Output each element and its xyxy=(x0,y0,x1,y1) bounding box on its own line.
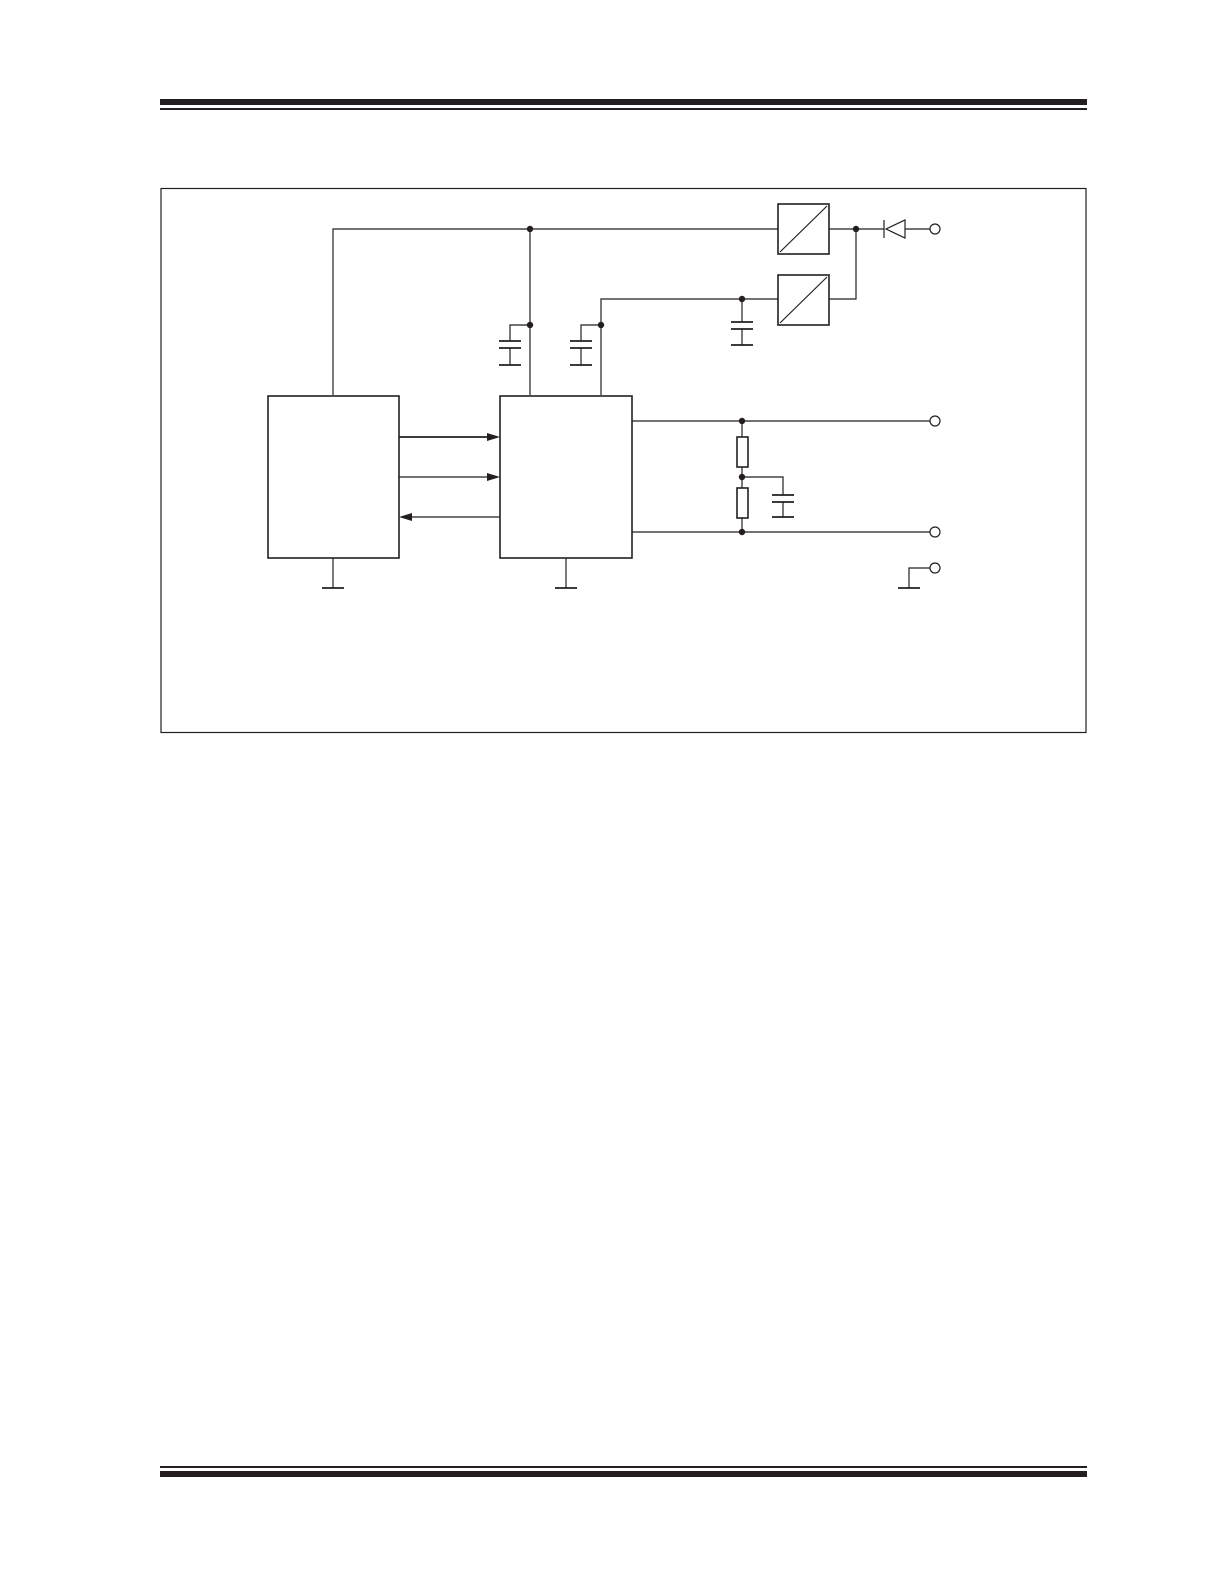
controller-block xyxy=(267,395,400,559)
signal-line-mode xyxy=(399,473,500,481)
resistor-icon xyxy=(736,487,749,519)
capacitor-icon xyxy=(499,324,530,366)
termination-network xyxy=(736,421,784,532)
terminal-ground xyxy=(929,562,941,574)
regulator-2 xyxy=(777,274,830,326)
regulator-icon xyxy=(779,276,828,324)
capacitor-icon xyxy=(570,324,601,366)
capacitor-icon xyxy=(772,494,794,518)
terminal-bus-high xyxy=(929,415,941,427)
capacitor-icon xyxy=(731,321,753,346)
header-rule-thick xyxy=(160,99,1087,105)
ground-icon xyxy=(898,567,930,589)
regulator-icon xyxy=(779,205,828,253)
regulator-1 xyxy=(777,203,830,255)
terminal-bus-low xyxy=(929,526,941,538)
signal-line-tx xyxy=(399,433,500,441)
diode-icon xyxy=(883,219,906,239)
signal-line-rx xyxy=(399,513,500,521)
supply-rail xyxy=(332,228,930,395)
transceiver-block xyxy=(499,395,633,559)
header-rule-thin xyxy=(160,108,1087,110)
regulated-rail xyxy=(600,298,778,395)
footer-rule-thin xyxy=(160,1466,1087,1468)
terminal-supply xyxy=(929,223,941,235)
footer-rule-thick xyxy=(160,1471,1087,1477)
ground-icon xyxy=(555,558,577,589)
ground-icon xyxy=(322,558,344,589)
figure-frame xyxy=(160,187,1087,734)
resistor-icon xyxy=(736,436,749,468)
